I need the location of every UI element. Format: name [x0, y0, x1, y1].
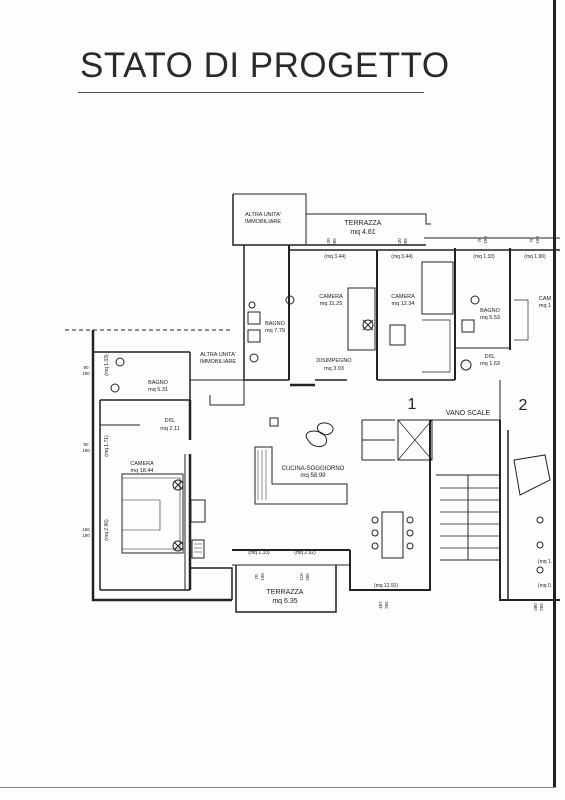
dim-7: 156 [82, 527, 90, 532]
dim-9b: 265 [305, 573, 310, 581]
area-terrazza-top: mq 4.61 [350, 229, 375, 236]
dim-11: 380 [533, 603, 538, 611]
area-camera-1: mq 11.25 [320, 301, 343, 307]
dim-10: 487 [378, 601, 383, 609]
label-number-2: 2 [519, 397, 528, 414]
wall-area-11: (mq 0. [538, 583, 552, 589]
dim-10b: 265 [384, 601, 389, 609]
label-bagno-1: BAGNO [265, 321, 286, 327]
label-altra-top-2: IMMOBILIARE [245, 219, 281, 225]
dim-9: 110 [299, 573, 304, 581]
dim-8b: 190 [260, 573, 265, 581]
dim-5: 90 [83, 365, 89, 370]
scan-edge-right [553, 0, 556, 788]
wall-area-12: (mq 1. [538, 559, 552, 565]
area-bagno-3: mq 5.31 [148, 387, 168, 393]
dim-3b: 190 [483, 236, 488, 244]
area-dis-2: mq 2.11 [160, 426, 179, 432]
label-number-1: 1 [408, 396, 417, 413]
label-terrazza-bottom: TERRAZZA [267, 589, 304, 596]
label-camera-3: CAMERA [130, 461, 154, 467]
wall-area-7: (mq 12.91) [374, 583, 399, 589]
wall-area-8: (mq 1.71) [104, 435, 110, 457]
area-disimpegno: mq 3.03 [324, 366, 344, 372]
label-dis-2: DIS. [165, 418, 176, 424]
label-dis-1: DIS. [485, 354, 496, 360]
label-altra-mid-2: IMMOBILIARE [200, 359, 236, 365]
dim-11b: 265 [539, 603, 544, 611]
area-cucina: mq 58.99 [300, 473, 326, 479]
dim-4b: 190 [535, 236, 540, 244]
area-camera-cut: mq 1 [539, 303, 551, 309]
page-title: STATO DI PROGETTO [80, 46, 450, 85]
dim-4: 70 [529, 237, 534, 243]
area-camera-3: mq 18.44 [131, 468, 154, 474]
dim-8: 70 [254, 574, 259, 580]
label-disimpegno: DISIMPEGNO [316, 358, 352, 364]
label-vano-scale: VANO SCALE [446, 410, 491, 417]
label-cucina: CUCINA-SOGGIORNO [282, 466, 345, 472]
area-bagno-1: mq 7.79 [265, 328, 285, 334]
label-bagno-3: BAGNO [148, 380, 169, 386]
dim-2b: 265 [403, 238, 408, 246]
wall-area-10: (mq 1.03) [104, 354, 110, 376]
title-underline [78, 92, 424, 93]
wall-area-4: (mq 1.90) [524, 254, 546, 260]
label-altra-top-1: ALTRA UNITA' [245, 212, 281, 218]
wall-area-2: (mq 3.44) [391, 254, 413, 260]
area-terrazza-bottom: mq 6.35 [272, 598, 297, 605]
label-camera-1: CAMERA [319, 294, 343, 300]
dim-6: 90 [83, 442, 89, 447]
dim-1b: 265 [332, 238, 337, 246]
scan-edge-bottom [0, 787, 556, 788]
area-dis-1: mq 1.63 [480, 361, 500, 367]
dim-3: 70 [477, 237, 482, 243]
wall-area-5: (mq 1.33) [248, 550, 270, 556]
wall-area-9: (mq 2.96) [104, 519, 110, 541]
wall-area-3: (mq 1.33) [473, 254, 495, 260]
dim-6b: 190 [82, 448, 90, 453]
dim-5b: 190 [82, 371, 90, 376]
wall-area-6: (mq 2.92) [294, 550, 316, 556]
label-camera-2: CAMERA [391, 294, 415, 300]
label-terrazza-top: TERRAZZA [345, 220, 382, 227]
wall-area-1: (mq 3.44) [324, 254, 346, 260]
area-camera-2: mq 12.34 [392, 301, 415, 307]
area-bagno-2: mq 5.53 [480, 315, 500, 321]
dim-2: 120 [397, 238, 402, 246]
label-altra-mid-1: ALTRA UNITA' [200, 352, 236, 358]
label-bagno-2: BAGNO [480, 308, 501, 314]
label-camera-cut: CAM [539, 296, 552, 302]
dim-7b: 190 [82, 533, 90, 538]
dim-1: 120 [326, 238, 331, 246]
